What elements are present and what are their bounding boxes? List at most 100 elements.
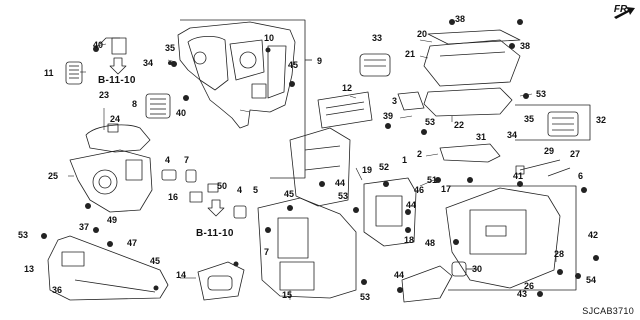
column-cover-lower-part[interactable]: [69, 149, 153, 213]
callout-44c[interactable]: 44: [394, 270, 405, 280]
callout-45b[interactable]: 45: [284, 189, 295, 199]
callout-52[interactable]: 52: [379, 162, 390, 172]
upper-tray-part[interactable]: [423, 39, 521, 87]
callout-53b[interactable]: 53: [338, 191, 349, 201]
callout-26[interactable]: 26: [524, 281, 535, 291]
console-box-part[interactable]: [363, 177, 417, 247]
callout-4a[interactable]: 4: [165, 155, 171, 165]
callout-40b[interactable]: 40: [176, 108, 187, 118]
lock-cylinder-part[interactable]: [451, 261, 478, 277]
callout-44b[interactable]: 44: [406, 200, 417, 210]
callout-27[interactable]: 27: [570, 149, 581, 159]
side-vent-left-part[interactable]: [65, 61, 83, 85]
reference-label-upper[interactable]: B-11-10: [98, 75, 136, 86]
callout-19[interactable]: 19: [362, 165, 373, 175]
callout-24[interactable]: 24: [110, 114, 121, 124]
callout-8[interactable]: 8: [132, 99, 138, 109]
callout-40a[interactable]: 40: [93, 40, 104, 50]
callout-42[interactable]: 42: [588, 230, 599, 240]
ashtray-part[interactable]: [397, 91, 425, 111]
callout-6[interactable]: 6: [578, 171, 584, 181]
callout-48[interactable]: 48: [425, 238, 436, 248]
cup-holder-part[interactable]: [197, 261, 245, 301]
callout-29[interactable]: 29: [544, 146, 555, 156]
callout-33[interactable]: 33: [372, 33, 383, 43]
callout-45a[interactable]: 45: [288, 60, 299, 70]
callout-10[interactable]: 10: [264, 33, 275, 43]
console-frame-part[interactable]: [289, 127, 351, 207]
callout-45c[interactable]: 45: [150, 256, 161, 266]
callout-7a[interactable]: 7: [184, 155, 190, 165]
callout-23[interactable]: 23: [99, 90, 110, 100]
leader-lines: [68, 39, 557, 300]
callout-22[interactable]: 22: [454, 120, 465, 130]
callout-20[interactable]: 20: [417, 29, 428, 39]
knee-bolster-part[interactable]: [47, 235, 169, 301]
column-cover-upper-part[interactable]: [85, 123, 151, 153]
callout-3[interactable]: 3: [392, 96, 398, 106]
callout-35a[interactable]: 35: [165, 43, 176, 53]
upper-vent-part[interactable]: [359, 53, 391, 77]
callout-53c[interactable]: 53: [360, 292, 371, 302]
callout-43[interactable]: 43: [517, 289, 528, 299]
callout-25[interactable]: 25: [48, 171, 59, 181]
callout-49[interactable]: 49: [107, 215, 118, 225]
callout-51[interactable]: 51: [427, 175, 438, 185]
callout-35b[interactable]: 35: [524, 114, 535, 124]
callout-44a[interactable]: 44: [335, 178, 346, 188]
meter-visor-part[interactable]: [177, 21, 296, 129]
callout-31[interactable]: 31: [476, 132, 487, 142]
callout-54[interactable]: 54: [586, 275, 597, 285]
fasteners[interactable]: [41, 19, 599, 297]
callout-41[interactable]: 41: [513, 171, 524, 181]
callout-32[interactable]: 32: [596, 115, 607, 125]
front-direction-label: FR.: [613, 4, 630, 15]
callout-30[interactable]: 30: [472, 264, 483, 274]
glovebox-hinge-bracket-part[interactable]: [439, 143, 501, 163]
callout-39[interactable]: 39: [383, 111, 394, 121]
callout-50[interactable]: 50: [217, 181, 228, 191]
reference-label-lower[interactable]: B-11-10: [196, 228, 234, 239]
group-bracket-9: [180, 19, 312, 179]
callout-16[interactable]: 16: [168, 192, 179, 202]
callout-12[interactable]: 12: [342, 83, 353, 93]
callout-5[interactable]: 5: [253, 185, 259, 195]
down-arrow-icon-lower: [207, 199, 225, 217]
glove-box-lid-part[interactable]: [401, 265, 453, 303]
callout-28[interactable]: 28: [554, 249, 565, 259]
callout-37[interactable]: 37: [79, 222, 90, 232]
callout-1[interactable]: 1: [402, 155, 408, 165]
callout-4b[interactable]: 4: [237, 185, 243, 195]
callout-13[interactable]: 13: [24, 264, 35, 274]
clip-bracket-part[interactable]: [99, 37, 127, 55]
garnish-strip-part[interactable]: [427, 29, 521, 45]
center-panel-part[interactable]: [257, 197, 357, 299]
callout-2[interactable]: 2: [417, 149, 423, 159]
switch-connector-part[interactable]: [161, 169, 247, 219]
side-vent-right-part[interactable]: [547, 111, 579, 137]
glove-box-part[interactable]: [445, 187, 561, 289]
callout-38a[interactable]: 38: [455, 14, 466, 24]
center-vent-part[interactable]: [317, 91, 373, 129]
callout-15[interactable]: 15: [282, 290, 293, 300]
callout-34b[interactable]: 34: [507, 130, 518, 140]
down-arrow-icon: [109, 57, 127, 75]
center-vent-left-part[interactable]: [145, 93, 171, 119]
callout-14[interactable]: 14: [176, 270, 187, 280]
glove-box-damper-part[interactable]: [515, 159, 571, 177]
lower-tray-part[interactable]: [423, 87, 513, 117]
callout-38b[interactable]: 38: [520, 41, 531, 51]
callout-7b[interactable]: 7: [264, 247, 270, 257]
callout-11[interactable]: 11: [44, 68, 54, 78]
callout-47[interactable]: 47: [127, 238, 138, 248]
callout-53d[interactable]: 53: [425, 117, 436, 127]
callout-17[interactable]: 17: [441, 184, 452, 194]
callout-21[interactable]: 21: [405, 49, 416, 59]
callout-53a[interactable]: 53: [18, 230, 29, 240]
callout-46[interactable]: 46: [414, 185, 425, 195]
callout-9[interactable]: 9: [317, 56, 323, 66]
callout-34a[interactable]: 34: [143, 58, 154, 68]
callout-36[interactable]: 36: [52, 285, 63, 295]
callout-18[interactable]: 18: [404, 235, 415, 245]
callout-53e[interactable]: 53: [536, 89, 547, 99]
